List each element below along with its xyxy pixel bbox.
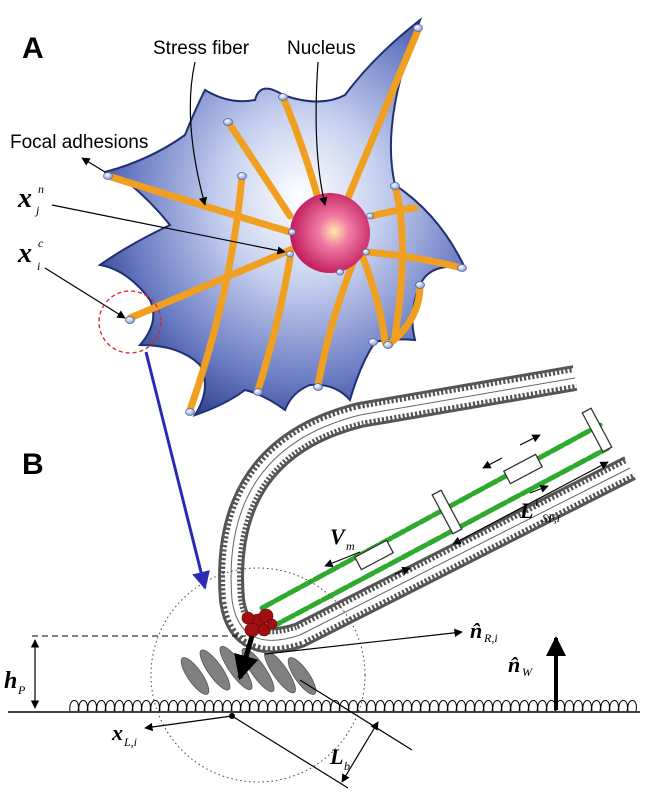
- focal-adhesion: [288, 228, 296, 236]
- svg-text:n: n: [38, 182, 44, 196]
- xic-arrow: [44, 267, 126, 319]
- end-plate: [581, 407, 613, 453]
- stress-fiber-label: Stress fiber: [153, 38, 250, 59]
- myosin-crosslink: [353, 539, 395, 571]
- svg-text:P: P: [17, 683, 26, 697]
- actin-filaments: [259, 422, 611, 631]
- integrin: [199, 649, 231, 691]
- focal-adhesions-arrow: [81, 157, 106, 173]
- symbol-xl: x L,i: [111, 720, 137, 749]
- focal-adhesion: [185, 408, 195, 416]
- zoom-region-circle: [98, 290, 162, 354]
- focal-adhesion: [362, 248, 370, 256]
- xl-arrow: [144, 715, 233, 732]
- focal-adhesion: [390, 182, 400, 190]
- callout-arrows: [44, 61, 328, 319]
- svg-text:SF,i: SF,i: [542, 511, 560, 525]
- svg-text:b: b: [344, 759, 350, 773]
- stress-fiber-4: [341, 26, 422, 209]
- svg-text:x: x: [17, 238, 32, 269]
- focal-adhesions: [103, 24, 467, 416]
- focal-adhesion: [336, 268, 344, 276]
- focal-adhesion: [237, 172, 247, 180]
- symbol-nr: n̂ R,i: [470, 618, 498, 645]
- normal-r-arrow: [264, 628, 463, 655]
- focal-adhesion: [366, 212, 374, 220]
- focal-adhesion: [125, 316, 135, 324]
- stress-fibers: [104, 26, 466, 414]
- stress-fiber-6: [368, 204, 419, 220]
- integrin: [180, 657, 210, 695]
- focal-adhesion: [415, 281, 425, 289]
- nucleus-arrow: [315, 61, 328, 206]
- svg-text:R,i: R,i: [483, 631, 498, 645]
- svg-text:L,i: L,i: [123, 735, 137, 749]
- lb-dimension: [231, 679, 413, 789]
- actin-filament-lower: [267, 445, 611, 631]
- svg-text:i: i: [37, 259, 40, 273]
- stress-fiber-9: [254, 254, 294, 394]
- actin-filament-upper: [259, 422, 603, 611]
- stress-fiber-length-line: [452, 461, 609, 545]
- svg-text:L: L: [329, 744, 343, 769]
- stress-fiber-8: [186, 172, 246, 414]
- xjn-arrow: [51, 204, 286, 255]
- integrin: [264, 650, 296, 694]
- focal-adhesion: [278, 93, 288, 101]
- stress-fiber-11: [356, 246, 389, 346]
- focal-adhesion: [286, 250, 294, 258]
- stress-fiber-12: [391, 182, 406, 339]
- svg-text:i: i: [535, 495, 538, 509]
- symbol-xjn: x n j: [17, 182, 44, 217]
- focal-adhesion: [368, 338, 378, 346]
- svg-text:x: x: [111, 720, 123, 745]
- svg-text:j: j: [34, 203, 40, 217]
- symbol-lsf: L i SF,i: [519, 495, 560, 525]
- focal-adhesions-label: Focal adhesions: [10, 132, 148, 153]
- stress-fiber-5: [361, 248, 466, 272]
- svg-text:n̂: n̂: [508, 652, 520, 677]
- adhesion-cluster: [241, 608, 278, 638]
- stress-fiber-13: [384, 281, 424, 349]
- nucleus: [290, 193, 370, 273]
- nucleus-label: Nucleus: [287, 38, 356, 59]
- myosin-crosslink: [502, 453, 544, 485]
- focal-adhesion: [383, 341, 393, 349]
- stress-fiber-3: [279, 93, 324, 209]
- focal-adhesion: [313, 383, 323, 391]
- panel-a-label: A: [22, 32, 44, 65]
- svg-text:h: h: [4, 668, 17, 694]
- stress-fiber-2: [224, 118, 294, 220]
- focal-adhesion: [253, 388, 263, 396]
- svg-text:c: c: [38, 236, 44, 250]
- stress-fiber-arrow: [189, 61, 208, 206]
- svg-text:V: V: [330, 524, 347, 549]
- cell-body: [97, 16, 467, 417]
- adhesion-range-circle: [150, 567, 366, 783]
- svg-text:m: m: [346, 539, 355, 553]
- symbol-vm: V m: [330, 524, 355, 553]
- focal-adhesion: [413, 24, 423, 32]
- stress-fiber-10: [314, 254, 359, 389]
- panel-b-label: B: [22, 448, 44, 481]
- adhesion-force-arrow: [234, 635, 259, 681]
- focal-adhesion: [223, 118, 233, 126]
- membrane-protrusion: [218, 365, 636, 654]
- zoom-arrow: [144, 351, 210, 590]
- symbol-lb: L b: [329, 744, 350, 773]
- focal-adhesion: [457, 264, 467, 272]
- ecm-coils: [69, 700, 637, 712]
- svg-text:x: x: [17, 183, 32, 214]
- symbol-xic: x c i: [17, 236, 44, 273]
- svg-text:L: L: [519, 498, 533, 523]
- symbol-nw: n̂ W: [508, 652, 533, 679]
- symbol-hp: h P: [4, 668, 26, 697]
- focal-adhesion: [103, 172, 113, 180]
- stress-fiber-7: [126, 244, 299, 322]
- svg-text:n̂: n̂: [470, 618, 482, 643]
- svg-text:W: W: [522, 665, 533, 679]
